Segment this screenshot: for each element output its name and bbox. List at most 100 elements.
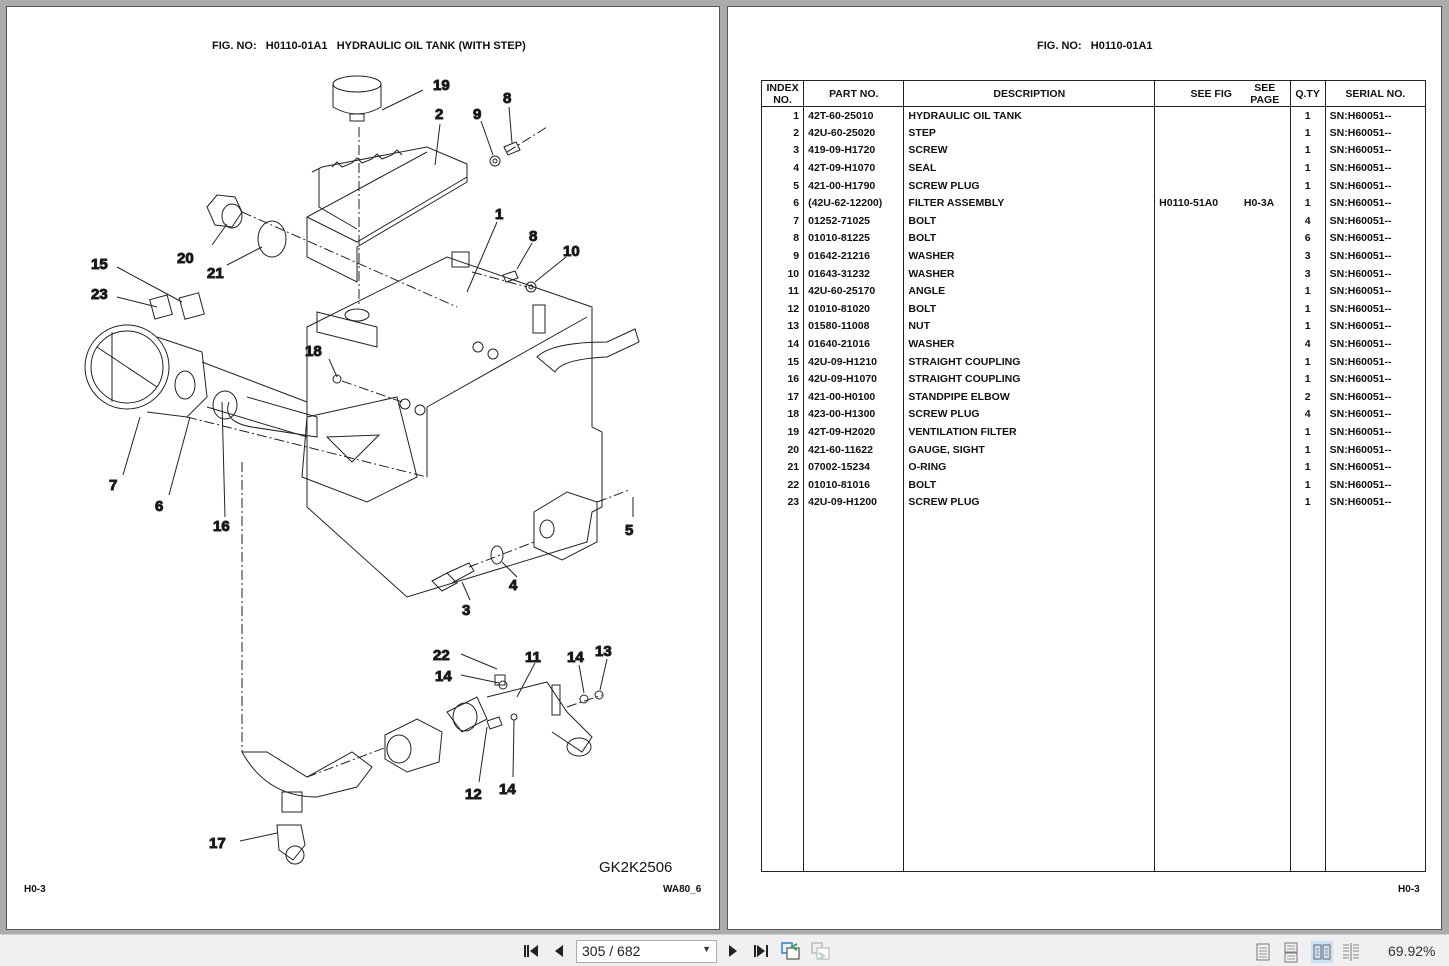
continuous-facing-view-button[interactable] bbox=[1340, 941, 1362, 963]
zoom-level[interactable]: 69.92% bbox=[1388, 943, 1436, 959]
row-see-page bbox=[1239, 282, 1291, 301]
facing-pages-view-button[interactable] bbox=[1311, 941, 1333, 963]
row-qty: 3 bbox=[1289, 264, 1326, 283]
row-qty: 1 bbox=[1289, 475, 1326, 494]
row-index: 6 bbox=[760, 194, 805, 213]
row-serial-no: SN:H60051-- bbox=[1324, 141, 1427, 160]
row-part-no: 01010-81225 bbox=[803, 229, 905, 248]
row-description: BOLT bbox=[903, 212, 1155, 230]
row-index: 11 bbox=[760, 282, 805, 301]
callout: 9 bbox=[473, 106, 481, 123]
row-see-page bbox=[1239, 405, 1291, 424]
row-part-no: 42U-09-H1210 bbox=[803, 352, 905, 371]
row-qty: 1 bbox=[1289, 282, 1326, 301]
row-part-no: 07002-15234 bbox=[803, 458, 905, 476]
row-part-no: 421-00-H0100 bbox=[803, 388, 905, 406]
single-page-view-button[interactable] bbox=[1252, 941, 1274, 963]
row-see-fig bbox=[1154, 159, 1240, 177]
row-qty: 1 bbox=[1289, 176, 1326, 195]
row-description: GAUGE, SIGHT bbox=[903, 440, 1155, 459]
facing-pages-icon bbox=[1313, 944, 1331, 960]
page-number-select[interactable]: 305 / 682 ▼ bbox=[576, 940, 717, 963]
parts-table: INDEX NO. PART NO. DESCRIPTION SEE FIG S… bbox=[760, 80, 1427, 873]
callout: 13 bbox=[595, 643, 612, 660]
row-serial-no: SN:H60051-- bbox=[1324, 440, 1427, 459]
header-description: DESCRIPTION bbox=[903, 80, 1155, 107]
continuous-icon bbox=[1284, 942, 1298, 963]
callout: 16 bbox=[213, 518, 230, 535]
row-see-fig bbox=[1154, 106, 1240, 125]
row-serial-no: SN:H60051-- bbox=[1324, 247, 1427, 265]
prev-page-icon bbox=[555, 945, 563, 957]
row-serial-no: SN:H60051-- bbox=[1324, 493, 1427, 512]
row-index: 3 bbox=[760, 141, 805, 160]
callout: 5 bbox=[625, 522, 633, 539]
header-see-fig: SEE FIG bbox=[1154, 80, 1240, 107]
row-serial-no: SN:H60051-- bbox=[1324, 475, 1427, 494]
viewer-toolbar: 305 / 682 ▼ 69.92% bbox=[0, 934, 1449, 966]
row-see-page bbox=[1239, 264, 1291, 283]
empty-cell bbox=[1239, 511, 1291, 873]
previous-view-button[interactable] bbox=[780, 941, 802, 961]
callout: 23 bbox=[91, 286, 108, 303]
row-description: FILTER ASSEMBLY bbox=[903, 194, 1155, 213]
row-serial-no: SN:H60051-- bbox=[1324, 194, 1427, 213]
table-empty-space bbox=[760, 511, 1427, 873]
row-see-fig bbox=[1154, 335, 1240, 353]
callout: 17 bbox=[209, 835, 226, 852]
last-page-button[interactable] bbox=[750, 941, 772, 961]
next-page-button[interactable] bbox=[722, 941, 744, 961]
row-see-page bbox=[1239, 335, 1291, 353]
row-description: NUT bbox=[903, 317, 1155, 336]
callout: 4 bbox=[509, 577, 518, 594]
row-index: 15 bbox=[760, 352, 805, 371]
first-page-button[interactable] bbox=[520, 941, 542, 961]
row-part-no: 423-00-H1300 bbox=[803, 405, 905, 424]
callout: 20 bbox=[177, 250, 194, 267]
row-see-fig: H0110-51A0 bbox=[1154, 194, 1240, 213]
callout: 3 bbox=[462, 602, 470, 619]
callout: 14 bbox=[567, 649, 584, 666]
continuous-view-button[interactable] bbox=[1280, 941, 1302, 963]
sight-gauge-part bbox=[206, 194, 287, 258]
row-see-page bbox=[1239, 106, 1291, 125]
row-description: SCREW bbox=[903, 141, 1155, 160]
row-description: STANDPIPE ELBOW bbox=[903, 388, 1155, 406]
empty-cell bbox=[1324, 511, 1427, 873]
callout: 10 bbox=[563, 243, 580, 260]
row-part-no: 42T-60-25010 bbox=[803, 106, 905, 125]
next-page-icon bbox=[729, 945, 737, 957]
previous-view-icon bbox=[781, 942, 800, 960]
previous-page-button[interactable] bbox=[548, 941, 570, 961]
washer-parts bbox=[332, 155, 604, 721]
callout: 14 bbox=[435, 668, 452, 685]
row-qty: 1 bbox=[1289, 423, 1326, 441]
row-qty: 1 bbox=[1289, 440, 1326, 459]
row-description: BOLT bbox=[903, 300, 1155, 318]
row-serial-no: SN:H60051-- bbox=[1324, 229, 1427, 248]
row-part-no: (42U-62-12200) bbox=[803, 194, 905, 213]
next-view-button[interactable] bbox=[810, 941, 832, 961]
row-index: 9 bbox=[760, 247, 805, 265]
row-see-fig bbox=[1154, 176, 1240, 195]
row-index: 17 bbox=[760, 388, 805, 406]
row-qty: 1 bbox=[1289, 352, 1326, 371]
ventilation-filter-part bbox=[332, 75, 382, 122]
row-part-no: 42U-60-25020 bbox=[803, 124, 905, 142]
row-see-fig bbox=[1154, 124, 1240, 142]
row-index: 18 bbox=[760, 405, 805, 424]
row-description: BOLT bbox=[903, 475, 1155, 494]
row-part-no: 42U-60-25170 bbox=[803, 282, 905, 301]
figure-title: FIG. NO: H0110-01A1 bbox=[1037, 40, 1153, 52]
row-part-no: 421-00-H1790 bbox=[803, 176, 905, 195]
row-qty: 1 bbox=[1289, 493, 1326, 512]
